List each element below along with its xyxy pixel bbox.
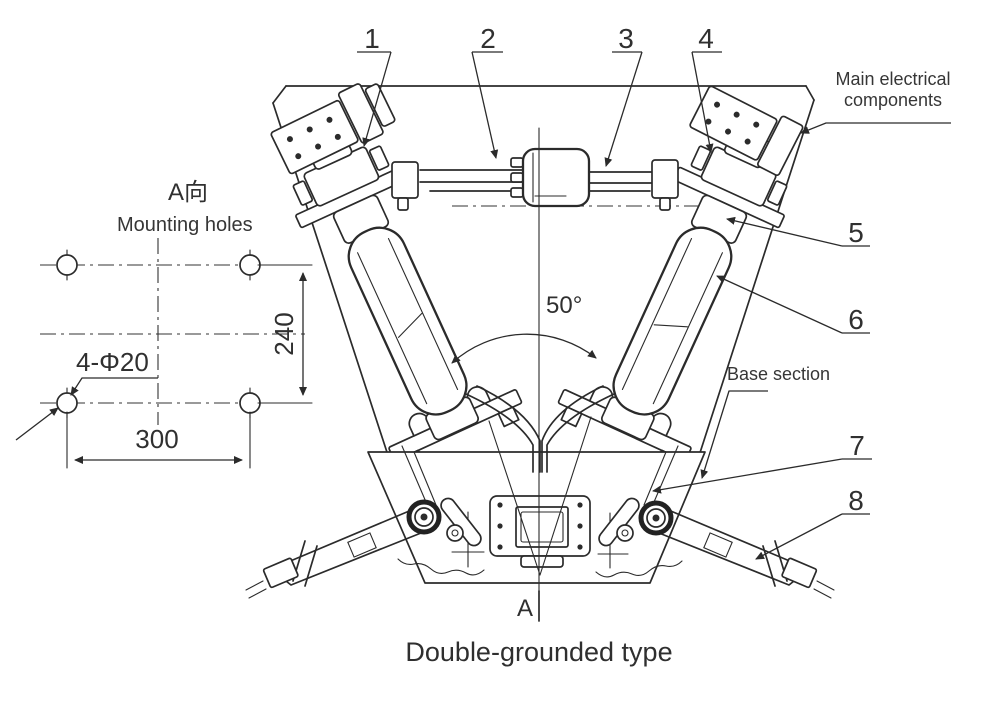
arm-tip-lines: [245, 580, 267, 599]
hub-right: [638, 500, 674, 536]
callout-8: 8: [848, 485, 864, 516]
callout-7: 7: [849, 430, 865, 461]
box-detail: [532, 152, 567, 203]
callout-8-leader: [755, 513, 843, 560]
callout-6-leader: [716, 275, 843, 334]
mounting-holes-title: Mounting holes: [117, 214, 253, 236]
hole-spec-arrow: [15, 407, 59, 441]
arm-detail: [703, 532, 733, 558]
pad-plate: [270, 99, 359, 175]
ground-arm-left: [245, 508, 422, 599]
ground-arm-right: [658, 508, 835, 599]
right-insulator-detail: [621, 237, 723, 405]
elbow-tube-right: [541, 385, 604, 473]
pivot-ring-right: [616, 524, 634, 542]
section-marker-label: A: [517, 595, 533, 622]
mounting-hole: [56, 254, 78, 276]
mounting-hole: [239, 392, 261, 414]
box-nub: [510, 172, 524, 183]
callout-3: 3: [618, 23, 634, 54]
conductor-left-fitting: [391, 161, 419, 199]
pivot-ring-right: [621, 529, 629, 537]
base-section-leader: [700, 390, 768, 479]
arm-end-connector: [262, 557, 299, 589]
mounting-holes-view: 240 300 4-Φ20 A向 Mounting holes: [15, 179, 313, 469]
terminal-pad-right: [689, 85, 804, 177]
angle-arc: [451, 333, 597, 364]
conductor-right-fitting: [651, 159, 679, 199]
angle-annotation: 50°: [451, 292, 597, 364]
bolt: [292, 180, 314, 206]
pad-side-plate: [337, 83, 384, 144]
main-components-label-line1: Main electrical: [835, 69, 950, 89]
main-components-label-line2: components: [844, 90, 942, 110]
base-section-label: Base section: [727, 364, 830, 384]
hole-spec-label: 4-Φ20: [76, 347, 149, 377]
plate-bracket: [520, 555, 564, 568]
callouts: 1 2 3 4 5 6 7 8: [357, 23, 872, 560]
callout-5: 5: [848, 217, 864, 248]
left-insulator-detail: [357, 237, 459, 405]
annotations: Main electrical components Base section: [700, 69, 951, 479]
section-marker: A: [517, 590, 540, 622]
callout-1-leader: [362, 51, 392, 147]
bolt: [766, 180, 788, 206]
elbow-tube-right: [546, 393, 615, 473]
box-nub: [510, 157, 524, 168]
box-nub: [510, 187, 524, 198]
bolt: [659, 197, 671, 211]
callout-1: 1: [364, 23, 380, 54]
elbow-tube-left: [465, 393, 534, 473]
terminal-pad-left: [270, 83, 396, 175]
angle-label: 50°: [546, 292, 582, 319]
callout-7-leader: [652, 458, 843, 494]
right-insulator: [557, 126, 788, 471]
mounting-plate-inner: [520, 511, 564, 543]
extension-lines-300: [66, 411, 251, 469]
pivot-ring-left: [451, 529, 459, 537]
arm-tip-lines: [813, 580, 835, 599]
left-insulator-body: [347, 226, 468, 416]
callout-2-leader: [471, 51, 499, 159]
callout-3-leader: [604, 51, 643, 167]
base-assembly: [367, 385, 706, 584]
arm-detail: [347, 532, 377, 558]
linkage-v-lines: [488, 416, 592, 576]
view-direction-label: A向: [168, 179, 208, 206]
flexible-conductor-right: [595, 560, 683, 578]
arm-end-connector: [781, 557, 818, 589]
callout-4-leader: [691, 51, 714, 153]
hole-spec-leader: [70, 377, 158, 396]
bolt: [690, 145, 712, 171]
flexible-conductor-left: [397, 558, 485, 576]
right-insulator-body: [612, 226, 733, 416]
base-struts: [401, 445, 679, 506]
conductor-bar: [391, 159, 679, 211]
callout-5-leader: [726, 216, 843, 247]
extension-lines-240: [257, 264, 313, 404]
main-components-leader: [800, 122, 951, 134]
mounting-hole: [56, 392, 78, 414]
conductor-left-lines: [419, 169, 523, 192]
callout-6: 6: [848, 304, 864, 335]
v-frame-corners: [272, 85, 815, 104]
caption: Double-grounded type: [405, 637, 672, 667]
horizontal-dimension: 300: [135, 424, 178, 454]
mounting-plate-inner: [515, 506, 569, 548]
vertical-dimension: 240: [269, 312, 299, 355]
drive-box: [510, 147, 591, 208]
pivot-ring-left: [446, 524, 464, 542]
bolt: [397, 197, 409, 211]
pad-side-plate: [757, 115, 804, 177]
callout-2: 2: [480, 23, 496, 54]
pad-plate: [689, 85, 778, 161]
callout-4: 4: [698, 23, 714, 54]
switch-front-view: 50° A: [245, 83, 835, 622]
mounting-hole: [239, 254, 261, 276]
bolt: [368, 145, 390, 171]
v-frame-right-edge: [696, 99, 815, 463]
hub-left: [406, 499, 442, 535]
pad-side-plate: [364, 83, 396, 127]
